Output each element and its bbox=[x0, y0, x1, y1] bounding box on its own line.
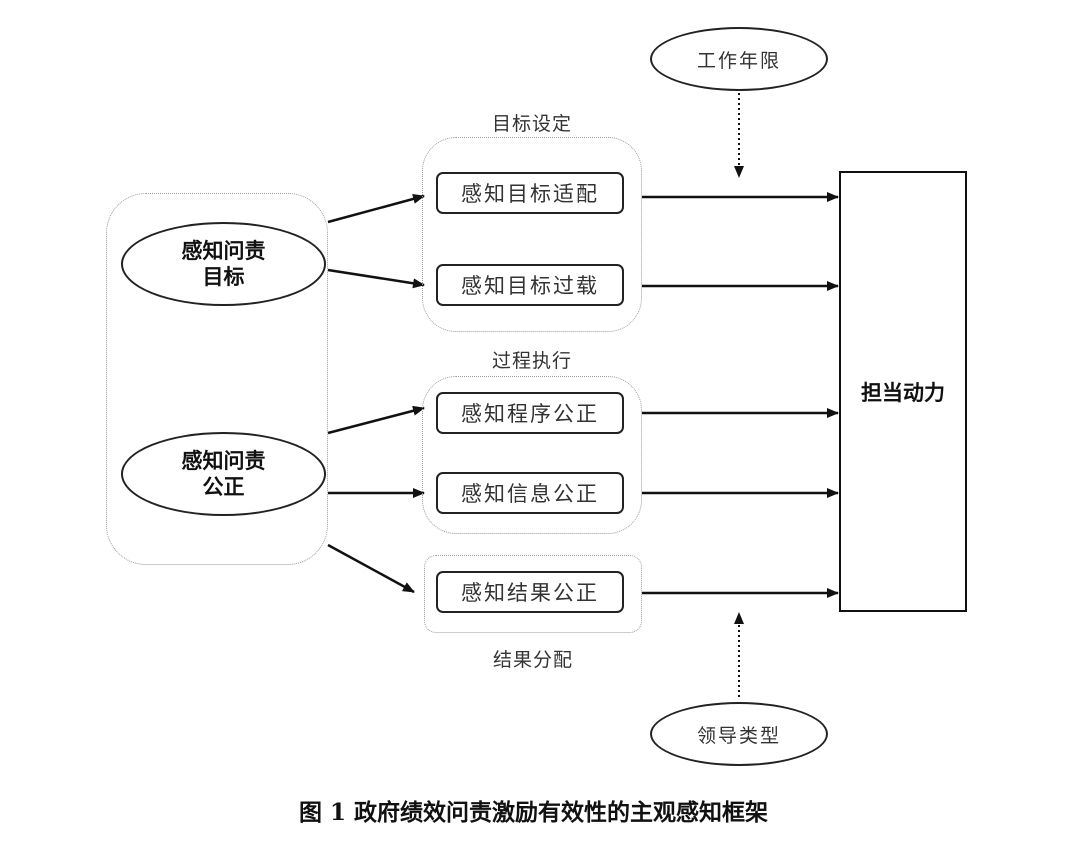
figure-caption: 图 1 政府绩效问责激励有效性的主观感知框架 bbox=[298, 799, 769, 826]
mediator-goal-fit: 感知目标适配 bbox=[436, 172, 624, 214]
arrow-justice-to-outcome bbox=[327, 543, 415, 594]
predictor-ellipse-justice: 感知问责 公正 bbox=[121, 432, 326, 516]
group-label-process-execution: 过程执行 bbox=[491, 350, 572, 372]
predictor-ellipse-goal: 感知问责 目标 bbox=[121, 222, 326, 306]
outcome-box: 担当动力 bbox=[839, 171, 967, 612]
group-process-execution bbox=[422, 376, 642, 534]
predictor-group bbox=[106, 193, 328, 565]
mediator-goal-overload: 感知目标过载 bbox=[436, 264, 624, 306]
predictor-justice-line2: 公正 bbox=[202, 474, 245, 499]
group-label-result-distribution: 结果分配 bbox=[492, 649, 573, 671]
predictor-goal-line1: 感知问责 bbox=[181, 238, 266, 263]
predictor-justice-line1: 感知问责 bbox=[181, 448, 266, 473]
moderator-tenure: 工作年限 bbox=[650, 27, 828, 91]
group-result-distribution bbox=[424, 555, 642, 633]
mediator-informational-justice: 感知信息公正 bbox=[436, 472, 624, 514]
mediator-procedural-justice: 感知程序公正 bbox=[436, 392, 624, 434]
arrow-goal-to-fit bbox=[327, 194, 425, 224]
group-label-target-setting: 目标设定 bbox=[491, 113, 572, 135]
arrow-goal-to-overload bbox=[327, 268, 425, 289]
arrow-justice-to-procedural bbox=[327, 405, 425, 435]
mediator-outcome-justice: 感知结果公正 bbox=[436, 571, 624, 613]
group-target-setting bbox=[422, 137, 642, 332]
predictor-goal-line2: 目标 bbox=[202, 264, 245, 289]
moderator-leadership: 领导类型 bbox=[650, 702, 828, 766]
